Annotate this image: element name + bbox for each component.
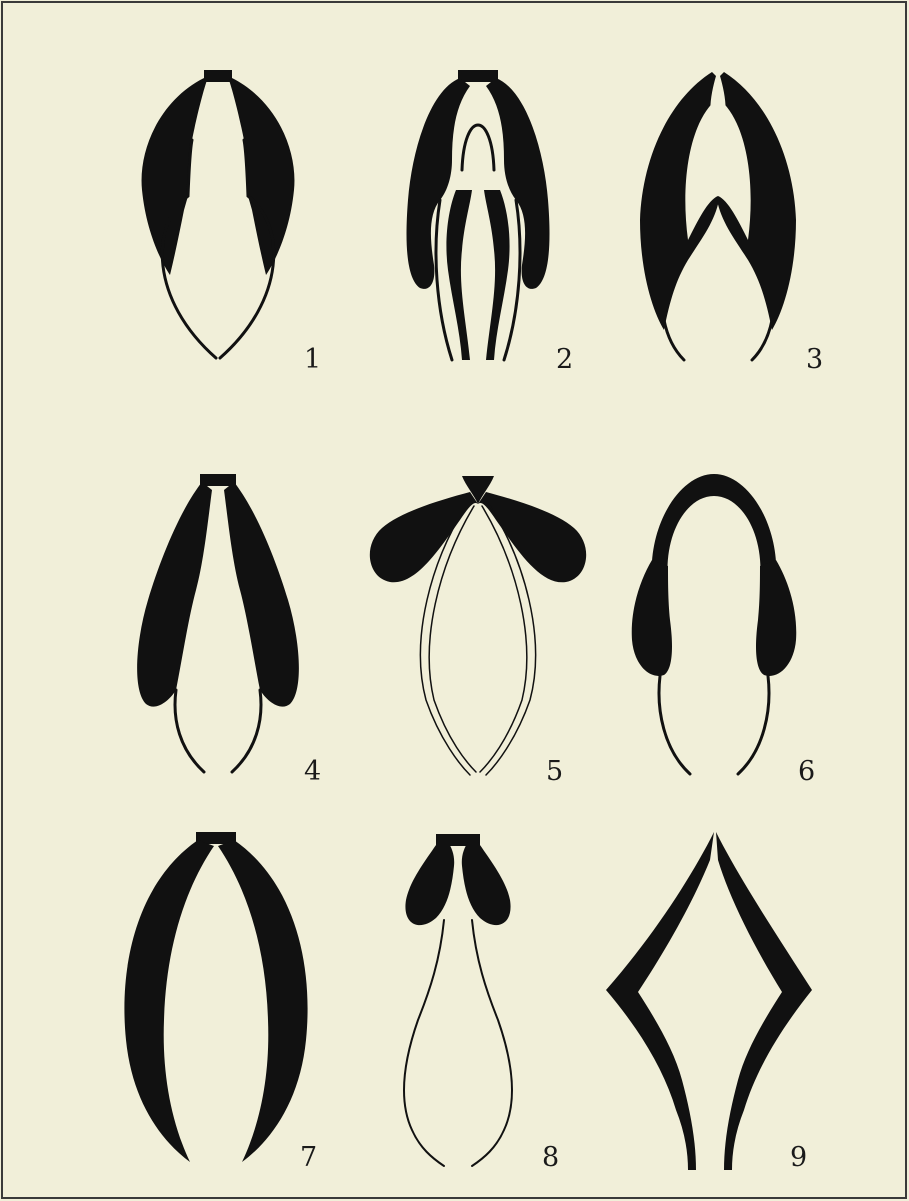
figure-label-5: 5 — [546, 756, 563, 787]
figure-label-2: 2 — [556, 344, 573, 375]
figure-4-cap — [200, 474, 236, 486]
figure-label-9: 9 — [790, 1142, 807, 1173]
figure-label-4: 4 — [304, 756, 321, 787]
figure-label-1: 1 — [304, 344, 321, 375]
figure-label-8: 8 — [542, 1142, 559, 1173]
figure-label-3: 3 — [806, 344, 823, 375]
figure-label-6: 6 — [798, 756, 815, 787]
figure-1-cap — [204, 70, 232, 82]
figure-label-7: 7 — [300, 1142, 317, 1173]
figure-2-cap — [458, 70, 498, 82]
